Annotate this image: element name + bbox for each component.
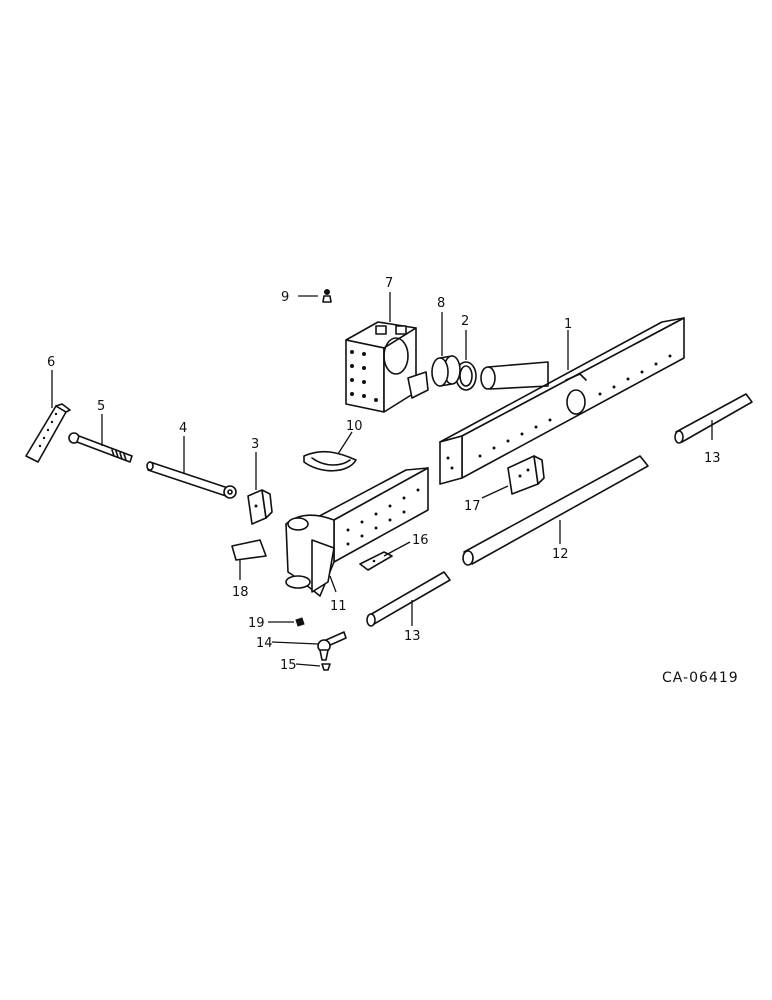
- callout-17: 17: [464, 499, 481, 514]
- part-4-rod: [146, 461, 237, 499]
- part-5-threaded-rod: [68, 432, 133, 463]
- part-11-cross-member: [285, 467, 429, 597]
- part-7-bracket-housing: [345, 321, 429, 413]
- leader-lines: [51, 292, 713, 667]
- callout-5: 5: [97, 399, 105, 414]
- part-13-tube-left: [366, 571, 451, 627]
- callout-13-right: 13: [704, 451, 721, 466]
- callout-18: 18: [232, 585, 249, 600]
- callout-8: 8: [437, 296, 445, 311]
- callout-11: 11: [330, 599, 347, 614]
- drawing-reference-code: CA-06419: [662, 670, 739, 686]
- part-14-tie-rod-end: [317, 631, 347, 661]
- part-15-cap: [321, 663, 331, 671]
- callout-3: 3: [251, 437, 259, 452]
- part-9-grease-fitting: [322, 289, 332, 303]
- callout-6: 6: [47, 355, 55, 370]
- part-8-bushing: [431, 355, 461, 387]
- callout-10: 10: [346, 419, 363, 434]
- part-1-frame-beam: [439, 317, 685, 485]
- callout-19: 19: [248, 616, 265, 631]
- callout-13-left: 13: [404, 629, 421, 644]
- callout-labels: 1 2 3 4 5 6 7 8 9 10 11 12 13 13 14 15 1…: [47, 276, 739, 686]
- callout-2: 2: [461, 314, 469, 329]
- callout-16: 16: [412, 533, 429, 548]
- callout-14: 14: [256, 636, 273, 651]
- callout-7: 7: [385, 276, 393, 291]
- callout-4: 4: [179, 421, 187, 436]
- part-13-tube-right: [674, 393, 753, 444]
- part-18-clip: [231, 539, 267, 561]
- callout-15: 15: [280, 658, 297, 673]
- part-16-small-plate: [359, 551, 393, 571]
- part-10-u-strap: [303, 450, 357, 472]
- callout-12: 12: [552, 547, 569, 562]
- part-6-angle-bracket: [25, 403, 71, 463]
- part-3-plate-bracket: [247, 489, 273, 525]
- callout-9: 9: [281, 290, 289, 305]
- part-12-long-tube: [462, 455, 649, 566]
- part-17-mounting-bracket: [507, 455, 545, 495]
- callout-1: 1: [564, 317, 572, 332]
- part-19-nut: [295, 617, 305, 627]
